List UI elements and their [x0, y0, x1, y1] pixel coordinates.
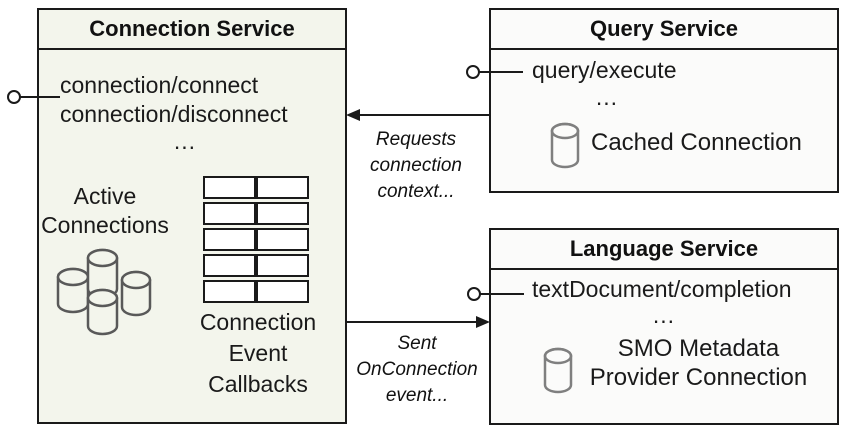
table-cell [256, 202, 309, 225]
database-cluster-icon [56, 248, 152, 336]
query-execute-method: query/execute [532, 57, 677, 83]
callbacks-table [203, 176, 309, 303]
connection-methods-ellipsis: ... [173, 128, 197, 154]
table-cell [256, 228, 309, 251]
table-cell [203, 176, 256, 199]
language-methods-ellipsis: ... [652, 302, 676, 328]
connection-service-box: Connection Service connection/connect co… [37, 8, 347, 424]
sent-arrow-label: Sent OnConnection event... [356, 333, 478, 406]
query-methods-ellipsis: ... [595, 84, 619, 110]
smo-metadata-label: SMO Metadata Provider Connection [589, 335, 808, 391]
database-icon [543, 347, 573, 394]
query-service-title: Query Service [491, 10, 837, 50]
table-cell [256, 254, 309, 277]
cluster-cylinder-left [56, 267, 90, 314]
cluster-cylinder-right [120, 270, 152, 317]
table-cell [203, 228, 256, 251]
language-service-box: Language Service textDocument/completion… [489, 228, 839, 425]
cached-connection-label: Cached Connection [591, 129, 802, 156]
query-service-box: Query Service query/execute ... Cached C… [489, 8, 839, 193]
sent-onconnection-arrow [347, 316, 490, 328]
callbacks-label: Connection Event Callbacks [199, 309, 317, 397]
table-cell [203, 280, 256, 303]
active-connections-label: Active Connections [41, 183, 169, 238]
connection-service-title: Connection Service [39, 10, 345, 50]
connection-connect-method: connection/connect [60, 72, 259, 98]
cluster-cylinder-bottom [86, 288, 119, 336]
table-cell [256, 176, 309, 199]
requests-context-arrow [346, 109, 489, 121]
requests-arrow-label: Requests connection context... [370, 129, 462, 202]
textdocument-completion-method: textDocument/completion [532, 276, 792, 302]
database-icon [550, 122, 580, 169]
cluster-cylinder-top [86, 248, 119, 299]
language-service-title: Language Service [491, 230, 837, 270]
table-cell [256, 280, 309, 303]
connection-disconnect-method: connection/disconnect [60, 101, 288, 127]
table-cell [203, 202, 256, 225]
table-cell [203, 254, 256, 277]
